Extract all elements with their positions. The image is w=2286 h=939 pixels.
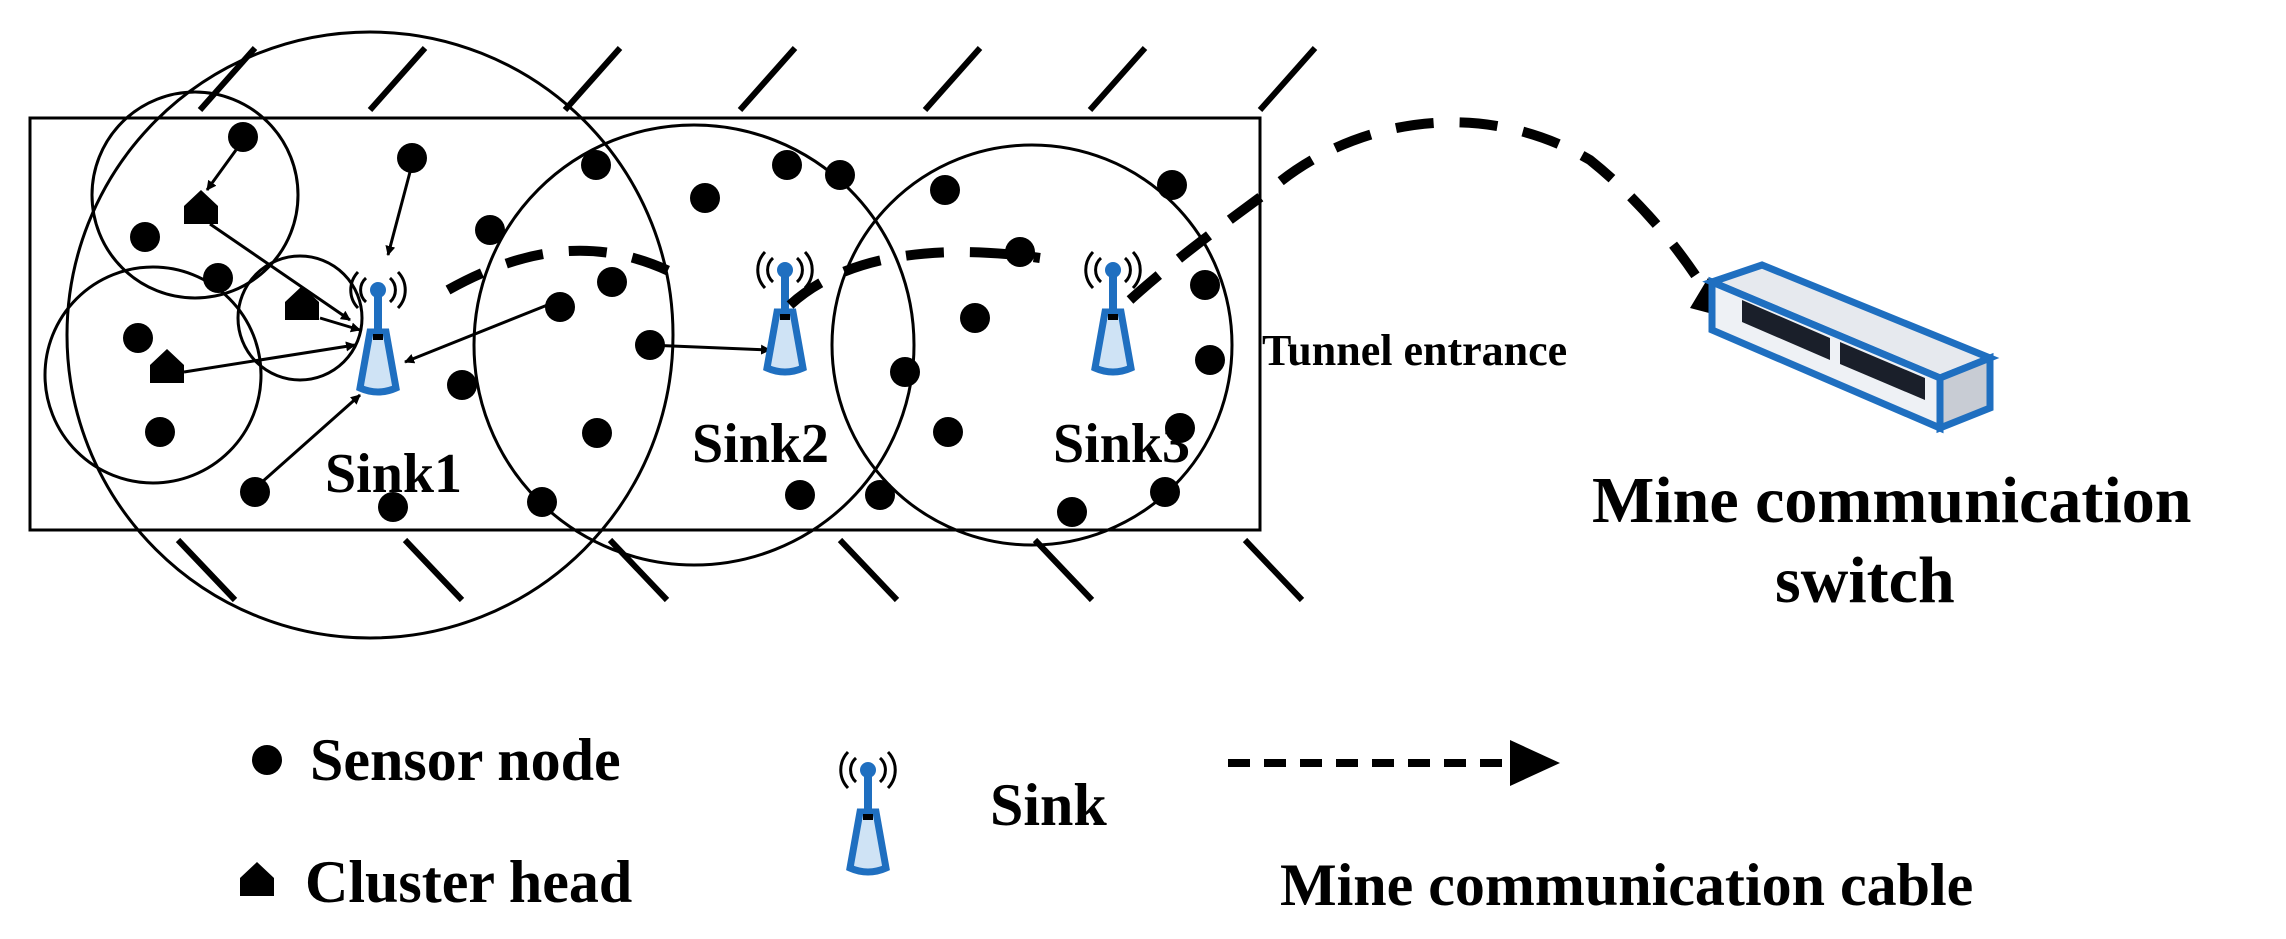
mine-communication-cable — [445, 117, 1710, 309]
sensor-node — [690, 183, 720, 213]
sensor-node — [1165, 413, 1195, 443]
tunnel-entrance-label: Tunnel entrance — [1262, 326, 1567, 375]
legend-sensor-node-label: Sensor node — [310, 727, 621, 793]
legend-cluster-head-label: Cluster head — [305, 849, 632, 915]
cluster-head — [285, 286, 319, 320]
sensor-node — [475, 215, 505, 245]
sensor-node — [825, 160, 855, 190]
legend-cluster-head-icon — [240, 862, 274, 896]
sensor-node — [933, 417, 963, 447]
switch-label-line2: switch — [1775, 544, 1955, 617]
sensor-node — [581, 150, 611, 180]
sensor-node — [1157, 170, 1187, 200]
sensor-node — [1150, 477, 1180, 507]
switch-label-line1: Mine communication — [1592, 464, 2191, 537]
sensor-nodes — [123, 122, 1225, 527]
sink1-coverage-circle — [65, 30, 675, 640]
legend-sensor-node-icon — [252, 745, 282, 775]
sensor-node — [527, 487, 557, 517]
sensor-node — [240, 477, 270, 507]
sensor-node — [772, 150, 802, 180]
sensor-node — [378, 492, 408, 522]
sensor-node — [145, 417, 175, 447]
cluster-circle-1 — [90, 90, 300, 300]
sensor-node — [228, 122, 258, 152]
legend-sink-label: Sink — [990, 772, 1107, 838]
sensor-node — [597, 267, 627, 297]
sensor-node — [545, 292, 575, 322]
sensor-node — [1057, 497, 1087, 527]
sink1-label: Sink1 — [325, 443, 462, 505]
sink2-icon — [758, 252, 812, 372]
sensor-node — [960, 303, 990, 333]
sensor-node — [397, 143, 427, 173]
cluster-circle-3 — [236, 254, 364, 382]
sensor-node — [123, 323, 153, 353]
sensor-node — [582, 418, 612, 448]
mine-communication-switch-icon — [1702, 261, 2000, 434]
sensor-node — [785, 480, 815, 510]
cluster-head — [150, 349, 184, 383]
sink3-coverage-circle — [830, 143, 1234, 547]
sensor-node — [1190, 270, 1220, 300]
sensor-node — [130, 222, 160, 252]
sensor-node — [447, 370, 477, 400]
sink2-label: Sink2 — [692, 413, 829, 475]
sink2-coverage-circle — [472, 123, 916, 567]
cluster-head — [184, 190, 218, 224]
legend-cable-arrowhead — [1510, 740, 1560, 786]
sensor-node — [890, 357, 920, 387]
data-flow-arrows — [183, 149, 771, 484]
tunnel-wall-hatch — [175, 46, 1318, 603]
sink3-label: Sink3 — [1053, 413, 1190, 475]
sensor-node — [930, 175, 960, 205]
legend-sink-icon — [841, 752, 895, 872]
legend-cable-label: Mine communication cable — [1280, 852, 1973, 918]
legend: Sensor node Cluster head Sink Mine commu… — [240, 727, 1973, 918]
sensor-node — [1195, 345, 1225, 375]
sink3-icon — [1086, 252, 1140, 372]
tunnel-outline — [28, 116, 1262, 532]
sensor-node — [1005, 237, 1035, 267]
sensor-node — [203, 263, 233, 293]
cluster-circle-2 — [43, 265, 263, 485]
sensor-node — [865, 480, 895, 510]
